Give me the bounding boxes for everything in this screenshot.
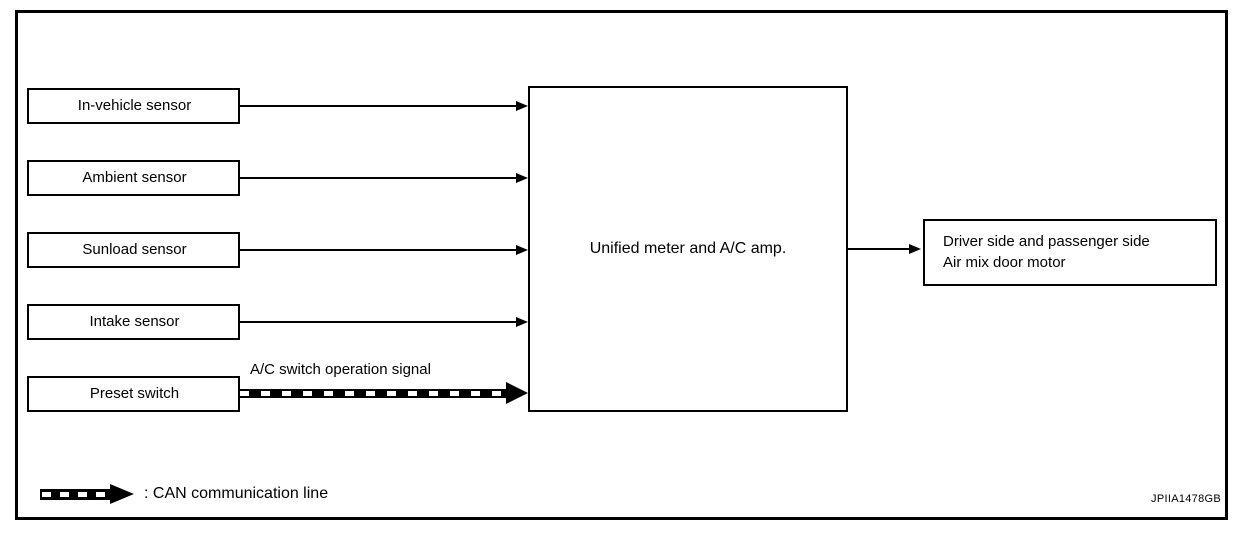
legend-text: : CAN communication line [144,485,328,503]
arrowhead-in-vehicle-sensor [516,101,528,111]
signal-label-ac-switch-operation: A/C switch operation signal [250,361,431,378]
arrowhead-preset-switch-can [506,382,528,404]
arrowhead-ambient-sensor [516,173,528,183]
legend-description: CAN communication line [152,485,329,502]
block-ambient-sensor: Ambient sensor [27,160,240,196]
block-unified-meter-and-ac-amp: Unified meter and A/C amp. [528,86,848,412]
block-intake-sensor: Intake sensor [27,304,240,340]
block-label-line1: Driver side and passenger side [943,233,1150,251]
connector-ambient-sensor-to-amp [240,177,520,179]
block-label: Ambient sensor [82,168,187,186]
legend-separator: : [144,485,149,502]
block-sunload-sensor: Sunload sensor [27,232,240,268]
block-label: Preset switch [89,384,180,402]
block-label: Intake sensor [89,312,180,330]
arrowhead-intake-sensor [516,317,528,327]
connector-in-vehicle-sensor-to-amp [240,105,520,107]
can-line-arrow-icon [40,481,137,507]
connector-preset-switch-to-amp-can [240,389,508,398]
connector-sunload-sensor-to-amp [240,249,520,251]
can-line-arrowhead [110,484,134,504]
block-label-line2: Air mix door motor [943,253,1066,271]
connector-intake-sensor-to-amp [240,321,520,323]
block-preset-switch: Preset switch [27,376,240,412]
block-label: Unified meter and A/C amp. [589,240,787,258]
connector-amp-to-air-mix-door-motor [847,248,911,250]
can-line-dash-segment [40,489,112,500]
block-label: Sunload sensor [82,240,187,258]
block-label: In-vehicle sensor [77,96,192,114]
arrowhead-air-mix-door-motor [909,244,921,254]
arrowhead-sunload-sensor [516,245,528,255]
figure-id-label: JPIIA1478GB [1151,493,1221,505]
legend: : CAN communication line [40,481,328,507]
block-in-vehicle-sensor: In-vehicle sensor [27,88,240,124]
